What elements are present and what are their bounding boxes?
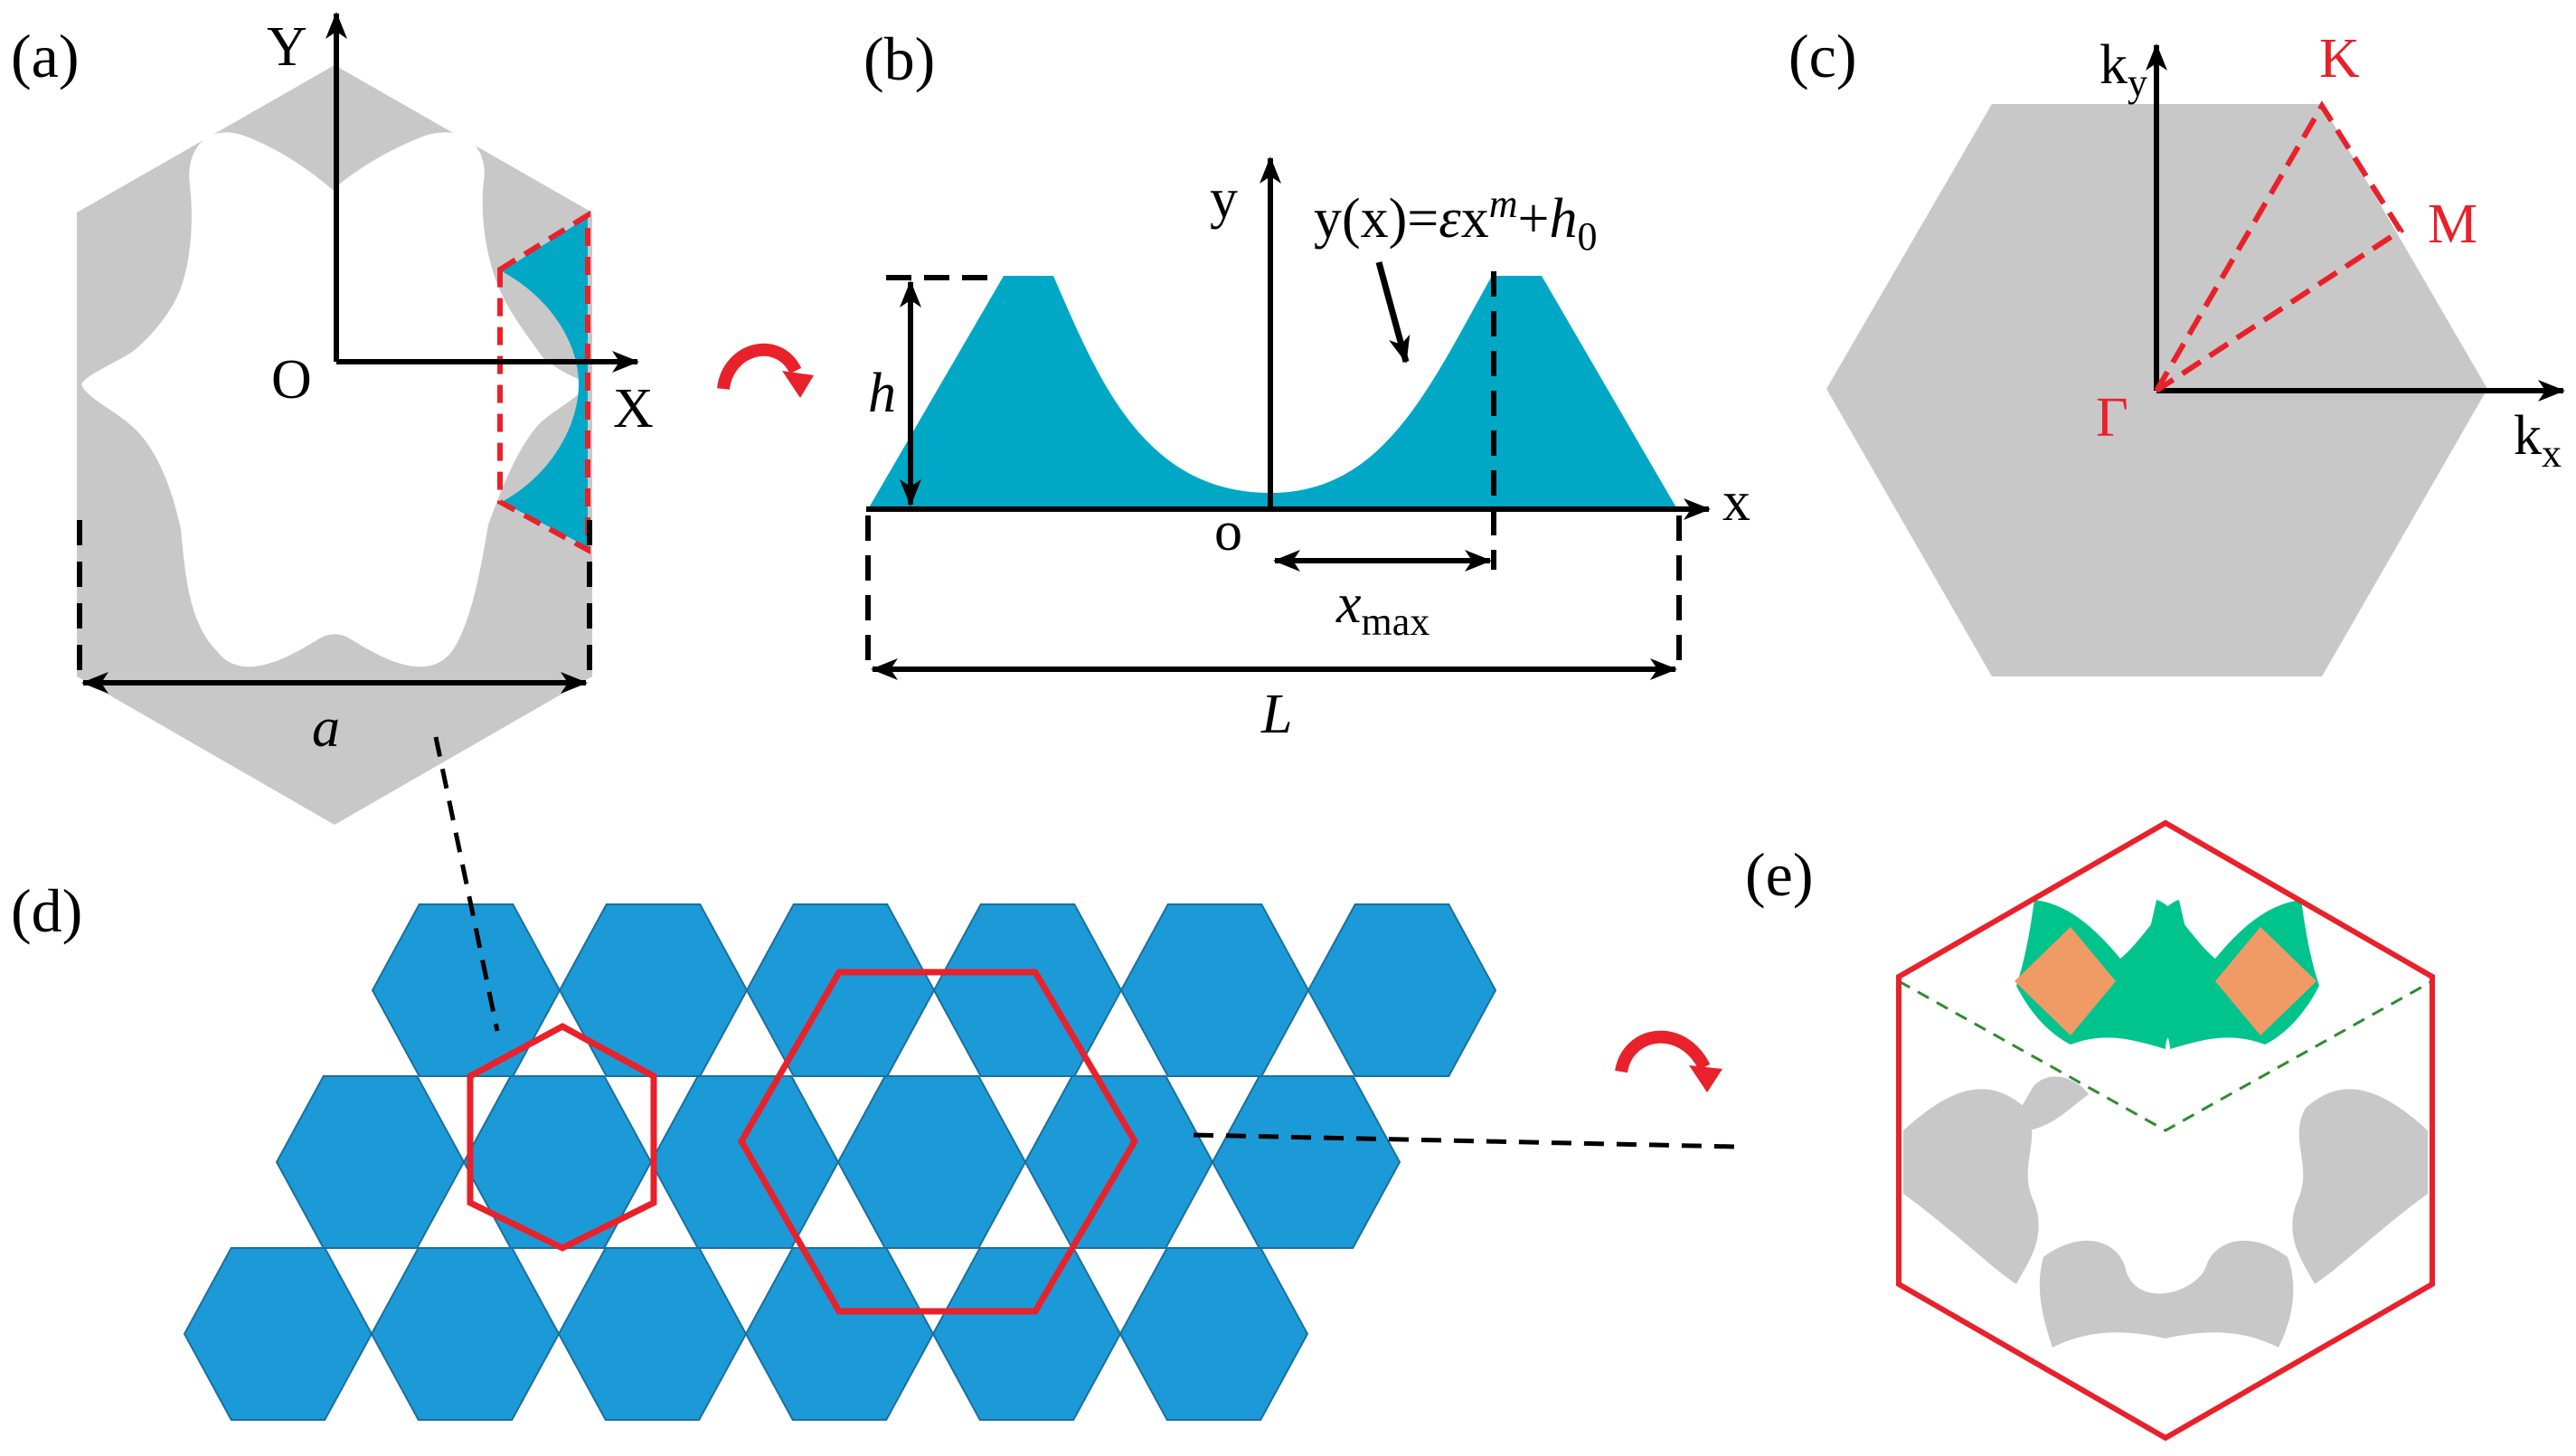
lattice-hexagon xyxy=(557,1247,748,1421)
equation-pointer-arrow xyxy=(1375,261,1411,364)
point-K-label: K xyxy=(2319,28,2360,90)
lattice-hexagon xyxy=(744,1247,935,1421)
lattice-hexagon xyxy=(1119,903,1310,1077)
lattice-hexagon xyxy=(932,903,1123,1077)
panel-b-label: (b) xyxy=(863,24,935,93)
curved-arrow-icon xyxy=(1615,1030,1722,1092)
profile-shape xyxy=(868,276,1677,509)
profile-equation: y(x)=εxm+h0 xyxy=(1314,182,1597,259)
panel-b: (b) y x o y(x)=εxm+h0 h xmax L xyxy=(863,24,1750,745)
dim-a-label: a xyxy=(312,697,340,759)
lattice-hexagon xyxy=(370,1247,561,1421)
unit-cell-red-dashed-outline xyxy=(497,210,590,555)
panel-e-label: (e) xyxy=(1745,840,1813,909)
primitive-cell-dashed xyxy=(1898,979,2433,1132)
dim-L-label: L xyxy=(1260,684,1292,745)
supercell-gray-pieces xyxy=(1903,1076,2428,1347)
dim-h-label: h xyxy=(868,363,896,424)
lattice-hexagon xyxy=(649,1075,840,1249)
connector-d-to-e xyxy=(1193,1132,1737,1149)
origin-label: o xyxy=(1214,501,1242,563)
hex-lattice xyxy=(183,903,1497,1421)
lattice-hexagon xyxy=(836,1075,1027,1249)
panel-e: (e) xyxy=(1745,819,2435,1442)
panel-a: (a) Y X O a xyxy=(11,12,654,825)
panel-c-label: (c) xyxy=(1788,22,1856,90)
lattice-hexagon xyxy=(275,1075,466,1249)
lattice-hexagon xyxy=(1211,1075,1401,1249)
unit-cell-hole xyxy=(81,132,588,667)
lattice-hexagon xyxy=(183,1247,373,1421)
point-M-label: M xyxy=(2428,194,2477,255)
panel-d-label: (d) xyxy=(11,876,82,945)
lattice-hexagon xyxy=(745,903,936,1077)
dim-xmax-label: xmax xyxy=(1335,573,1430,644)
kx-label: kx xyxy=(2514,405,2562,476)
lattice-hexagon xyxy=(1307,903,1497,1077)
lattice-hexagon xyxy=(1118,1247,1309,1421)
panel-a-label: (a) xyxy=(11,22,79,90)
supercell-outline xyxy=(1896,819,2435,1442)
curved-arrow-icon xyxy=(717,343,814,398)
supercell-highlight xyxy=(737,969,1139,1315)
ky-label: ky xyxy=(2099,34,2147,105)
lattice-hexagon xyxy=(462,1075,653,1249)
axis-y-label: Y xyxy=(267,16,307,78)
point-Gamma-label: Γ xyxy=(2096,387,2128,449)
supercell-colored-pieces xyxy=(2015,900,2319,1049)
panel-d: (d) xyxy=(11,736,1737,1421)
lattice-hexagon xyxy=(558,903,749,1077)
connector-a-to-d xyxy=(433,736,500,1032)
panel-c: (c) ky kx K M Γ xyxy=(1788,22,2565,676)
axis-x-label: x xyxy=(1722,471,1750,533)
axis-y-label: y xyxy=(1210,168,1238,230)
irreducible-path xyxy=(2154,100,2405,393)
unit-cell-teal-segment xyxy=(502,217,588,547)
axis-x-label: X xyxy=(613,378,654,440)
lattice-hexagon xyxy=(371,903,561,1077)
lattice-hexagon xyxy=(931,1247,1122,1421)
origin-label: O xyxy=(271,349,312,411)
unit-cell-highlight xyxy=(467,1023,657,1252)
